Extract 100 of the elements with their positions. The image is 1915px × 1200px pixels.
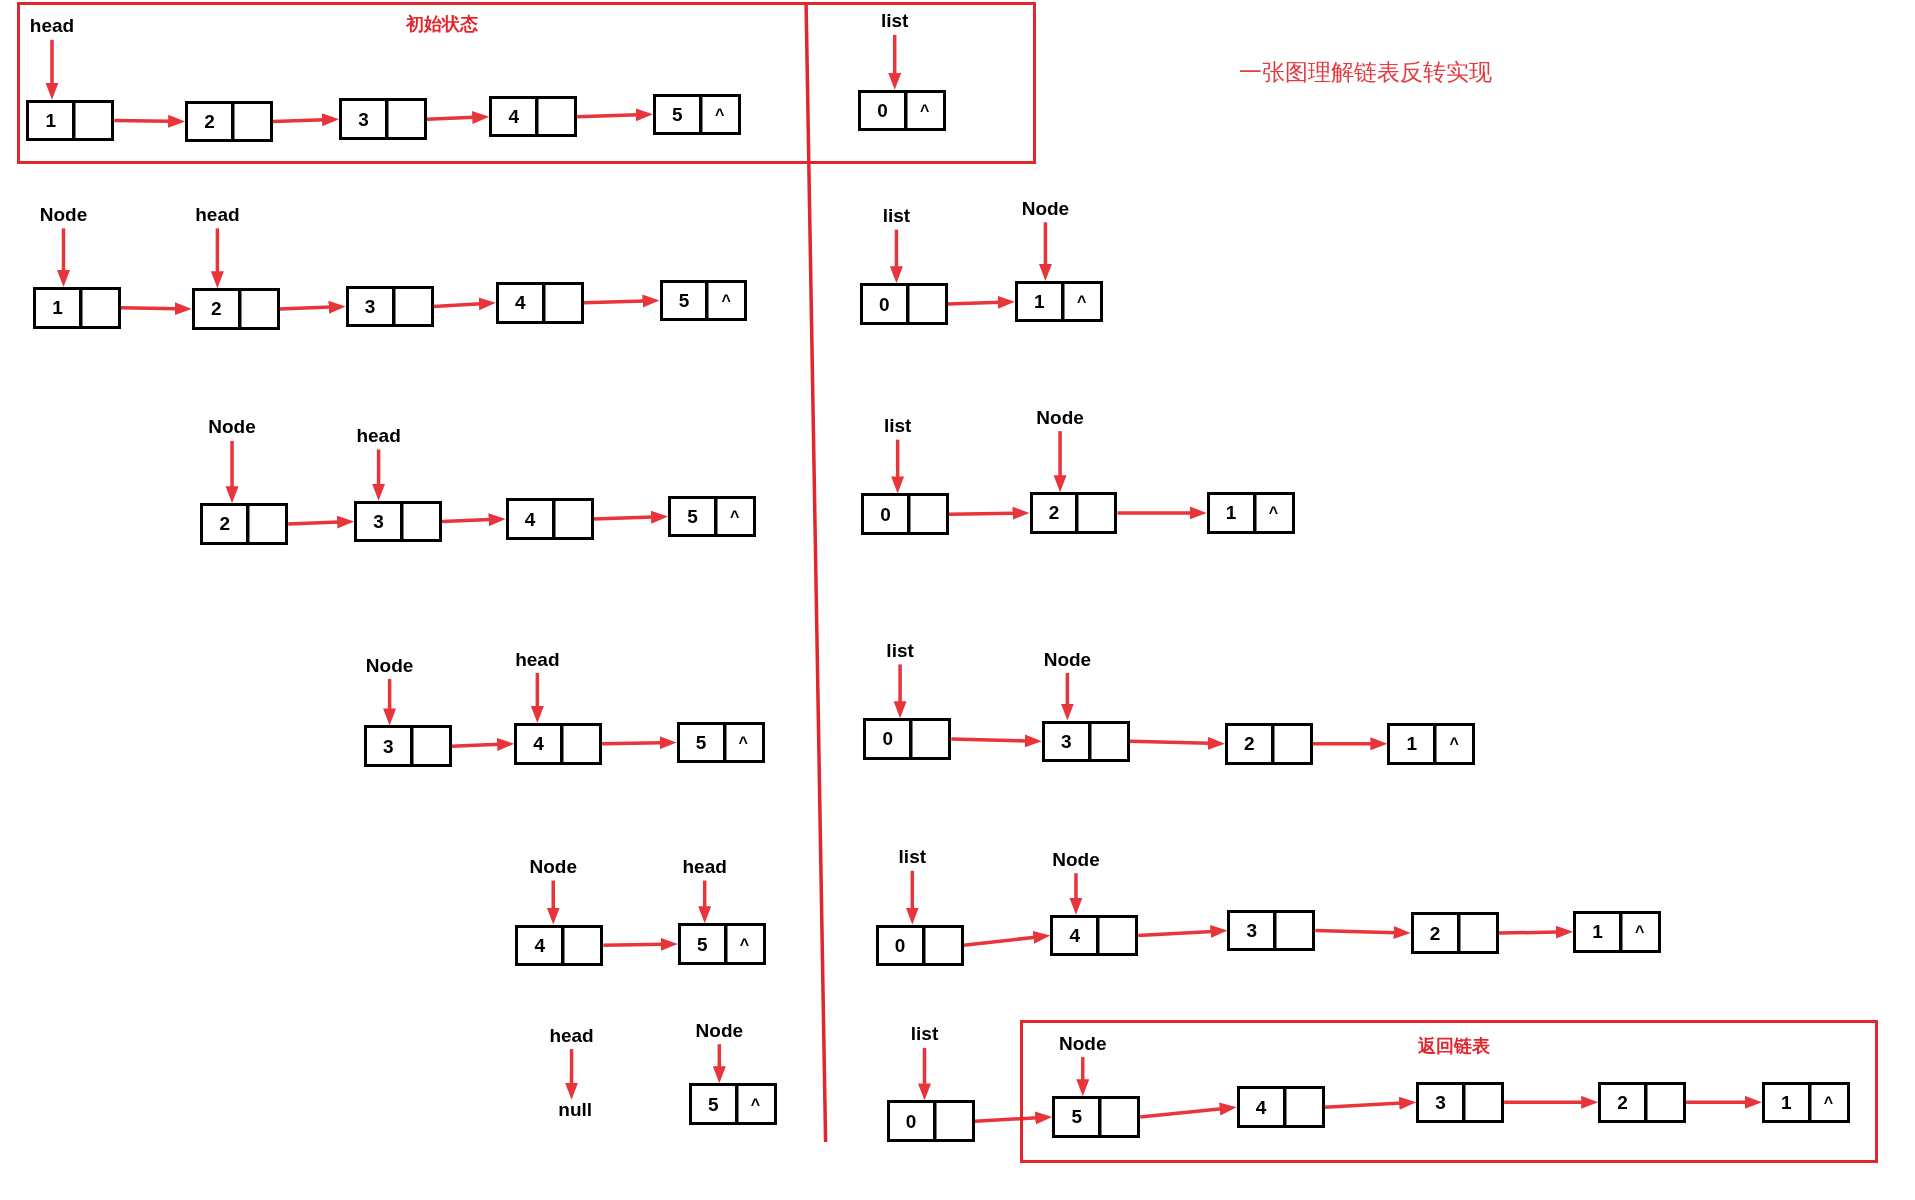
arrow <box>891 439 905 494</box>
arrow <box>45 39 59 100</box>
list-node-box <box>1206 492 1295 534</box>
node-value: 0 <box>894 935 906 955</box>
node-value: 5 <box>708 1094 719 1114</box>
list-node-box <box>676 721 765 764</box>
list-node-box <box>339 98 427 140</box>
arrow <box>1038 222 1052 281</box>
list-node-box <box>652 93 741 136</box>
list-node-box <box>1014 280 1103 323</box>
list-node-box <box>1598 1081 1687 1124</box>
node-value: 3 <box>1246 920 1258 940</box>
arrow <box>583 294 660 308</box>
node-value: 3 <box>1060 731 1072 751</box>
pointer-label: list <box>882 205 911 227</box>
null-marker: ^ <box>750 1096 761 1113</box>
null-marker: ^ <box>920 103 930 120</box>
list-node-box <box>861 493 949 535</box>
list-node-box <box>863 718 952 760</box>
arrow <box>1138 925 1228 939</box>
list-node-box <box>345 285 434 328</box>
arrow <box>433 297 496 311</box>
pointer-label: list <box>881 11 909 32</box>
arrow <box>426 110 490 124</box>
arrow <box>114 114 186 128</box>
pointer-label: list <box>898 846 926 868</box>
pointer-label: Node <box>208 417 256 438</box>
null-marker: ^ <box>738 735 748 752</box>
pointer-label: Node <box>1052 849 1100 871</box>
arrow <box>273 113 340 127</box>
list-node-box <box>1029 492 1118 534</box>
arrow <box>1069 873 1083 915</box>
node-value: 1 <box>1225 502 1237 522</box>
pointer-label: Node <box>39 204 88 226</box>
node-value: 2 <box>204 111 215 131</box>
pointer-label: list <box>910 1024 939 1045</box>
node-value: 0 <box>882 728 894 748</box>
arrow <box>1060 672 1074 721</box>
arrow <box>905 870 919 925</box>
node-value: 1 <box>1034 291 1045 311</box>
node-value: 4 <box>1255 1097 1267 1117</box>
null-marker: ^ <box>1635 924 1645 941</box>
arrow <box>698 880 712 924</box>
arrow <box>57 228 70 287</box>
arrow <box>1498 925 1574 939</box>
node-value: 5 <box>678 290 690 310</box>
list-node-box <box>514 723 603 765</box>
arrow <box>279 300 346 314</box>
arrow <box>1140 1102 1237 1119</box>
arrow <box>1686 1095 1762 1109</box>
node-value: 1 <box>1781 1092 1792 1112</box>
arrow <box>889 229 903 284</box>
pointer-label: list <box>886 640 914 662</box>
node-value: 1 <box>52 297 63 317</box>
list-node-box <box>688 1083 777 1125</box>
node-value: 4 <box>533 733 544 753</box>
list-node-box <box>659 279 748 322</box>
pointer-label: Node <box>695 1020 744 1042</box>
node-value: 4 <box>534 935 546 955</box>
node-value: 3 <box>358 109 369 129</box>
list-node-box <box>515 924 604 967</box>
list-node-box <box>495 282 584 324</box>
arrow <box>602 736 677 750</box>
node-value: 4 <box>508 106 519 126</box>
arrow <box>565 1049 579 1100</box>
arrow <box>1053 431 1067 493</box>
arrow <box>451 737 515 751</box>
arrow <box>951 734 1042 748</box>
arrow <box>947 295 1015 309</box>
arrow <box>1129 736 1225 750</box>
diagram-title: 一张图理解链表反转实现 <box>1238 60 1492 86</box>
list-node-box <box>1416 1081 1505 1124</box>
list-node-box <box>1761 1081 1850 1124</box>
pointer-label: null <box>558 1099 593 1121</box>
list-node-box <box>1224 723 1313 765</box>
list-node-box <box>354 500 443 543</box>
list-node-box <box>489 95 578 138</box>
arrow <box>948 506 1030 520</box>
node-value: 2 <box>1429 923 1441 943</box>
group-frame <box>17 2 1036 164</box>
arrow <box>1324 1096 1417 1110</box>
arrow <box>120 302 192 316</box>
list-node-box <box>858 89 946 132</box>
node-value: 2 <box>210 298 222 318</box>
node-value: 4 <box>524 509 536 529</box>
node-value: 5 <box>697 934 708 954</box>
node-value: 0 <box>880 504 891 524</box>
list-node-box <box>668 495 756 538</box>
node-value: 2 <box>1617 1092 1628 1112</box>
arrow <box>288 515 355 529</box>
arrow <box>1117 506 1207 520</box>
frame-heading: 初始状态 <box>405 14 478 34</box>
list-node-box <box>886 1100 975 1142</box>
arrow <box>1076 1057 1090 1097</box>
node-value: 5 <box>672 104 683 124</box>
arrow <box>974 1111 1053 1125</box>
arrow <box>712 1044 726 1084</box>
pointer-label: Node <box>1043 649 1092 670</box>
arrow <box>893 664 907 719</box>
node-value: 1 <box>45 110 57 130</box>
